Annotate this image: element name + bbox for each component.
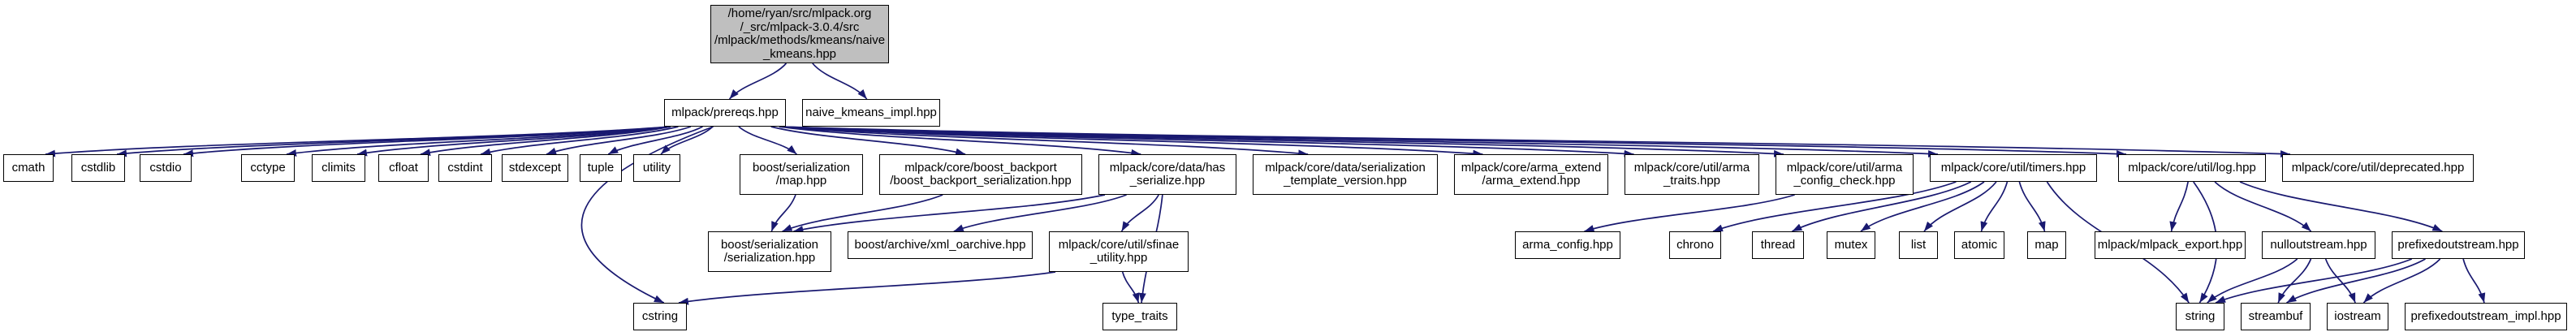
graph-edge-prereqs-to-ser_map [738,126,797,155]
graph-edge-nulloutstream-to-streambuf [2277,258,2312,304]
graph-node-boost_backport[interactable]: mlpack/core/boost_backport /boost_backpo… [879,154,1082,195]
graph-edge-has_serialize-to-serialization [793,194,1106,233]
graph-node-ser_map[interactable]: boost/serialization /map.hpp [740,154,863,195]
graph-edge-prereqs-to-boost_backport [770,126,966,156]
graph-edge-root-to-naive_impl [812,63,868,100]
graph-node-cfloat[interactable]: cfloat [378,154,429,182]
graph-node-cstdint[interactable]: cstdint [438,154,492,182]
graph-node-deprecated[interactable]: mlpack/core/util/deprecated.hpp [2282,154,2474,182]
graph-edge-prereqs-to-cstring [580,126,714,304]
graph-node-arma_config_check[interactable]: mlpack/core/util/arma _config_check.hpp [1776,154,1914,195]
graph-edge-prefixedoutstream-to-string [2215,258,2413,304]
graph-edge-prereqs-to-tuple [607,126,703,155]
graph-node-list[interactable]: list [1899,231,1938,259]
graph-node-arma_extend[interactable]: mlpack/core/arma_extend /arma_extend.hpp [1454,154,1608,195]
graph-node-cstdlib[interactable]: cstdlib [71,154,125,182]
graph-node-has_serialize[interactable]: mlpack/core/data/has _serialize.hpp [1098,154,1236,195]
graph-edge-timers-to-chrono [1712,181,1957,232]
graph-edge-prefixedoutstream-to-prefixedoutstream_impl [2462,258,2486,304]
graph-edge-prereqs-to-climits [356,126,671,157]
graph-node-naive_impl[interactable]: naive_kmeans_impl.hpp [802,99,940,127]
graph-edge-prereqs-to-stdexcept [546,126,692,155]
graph-edge-sfinae-to-cstring [678,271,1056,305]
graph-node-log[interactable]: mlpack/core/util/log.hpp [2118,154,2266,182]
graph-node-atomic[interactable]: atomic [1954,231,2004,259]
graph-edge-log-to-prefixedoutstream [2239,181,2443,232]
graph-edge-timers-to-map [2018,181,2046,232]
graph-node-cmath[interactable]: cmath [3,154,54,182]
graph-node-cstring[interactable]: cstring [633,303,687,330]
graph-edge-has_serialize-to-sfinae [1120,194,1159,232]
graph-node-prereqs[interactable]: mlpack/prereqs.hpp [664,99,786,127]
graph-edge-root-to-prereqs [728,63,787,100]
graph-edge-prereqs-to-cstdint [480,126,679,156]
graph-edge-prereqs-to-cctype [286,126,671,157]
graph-edge-arma_config_check-to-arma_config [1584,194,1795,232]
graph-node-map[interactable]: map [2027,231,2066,259]
graph-edge-prereqs-to-cstdio [183,126,671,157]
graph-node-streambuf[interactable]: streambuf [2241,303,2311,330]
graph-edge-prereqs-to-deprecated [779,126,2291,158]
graph-node-xml_oarchive[interactable]: boost/archive/xml_oarchive.hpp [848,231,1033,259]
graph-node-mutex[interactable]: mutex [1827,231,1875,259]
graph-node-string[interactable]: string [2176,303,2224,330]
graph-node-arma_traits[interactable]: mlpack/core/util/arma _traits.hpp [1625,154,1759,195]
graph-edge-timers-to-atomic [1980,181,2009,232]
graph-node-ser_tmpl[interactable]: mlpack/core/data/serialization _template… [1253,154,1438,195]
graph-node-chrono[interactable]: chrono [1669,231,1721,259]
graph-node-cctype[interactable]: cctype [241,154,295,182]
graph-node-sfinae[interactable]: mlpack/core/util/sfinae _utility.hpp [1049,231,1189,272]
graph-node-root: /home/ryan/src/mlpack.org /_src/mlpack-3… [710,5,889,63]
graph-edge-timers-to-thread [1792,181,1972,232]
graph-edge-prereqs-to-utility [660,126,714,155]
graph-node-climits[interactable]: climits [312,154,365,182]
graph-edge-timers-to-list [1923,181,1997,232]
graph-edge-prereqs-to-ser_tmpl [779,126,1309,157]
graph-edge-prereqs-to-arma_extend [779,126,1483,157]
graph-edge-ser_map-to-serialization [770,194,796,232]
graph-node-timers[interactable]: mlpack/core/util/timers.hpp [1930,154,2097,182]
graph-edge-prereqs-to-cfloat [420,126,671,157]
graph-node-prefixedoutstream_impl[interactable]: prefixedoutstream_impl.hpp [2405,303,2567,330]
graph-edge-sfinae-to-type_traits [1121,271,1140,304]
graph-node-utility[interactable]: utility [633,154,680,182]
graph-node-tuple[interactable]: tuple [580,154,622,182]
graph-node-thread[interactable]: thread [1752,231,1804,259]
graph-edge-timers-to-mutex [1860,181,1985,232]
graph-edge-nulloutstream-to-string [2207,258,2298,304]
graph-edge-prereqs-to-has_serialize [779,126,1141,157]
graph-node-arma_config[interactable]: arma_config.hpp [1515,231,1620,259]
graph-edge-nulloutstream-to-iostream [2324,258,2356,304]
graph-edge-log-to-mlpack_export [2169,181,2189,232]
graph-node-prefixedoutstream[interactable]: prefixedoutstream.hpp [2392,231,2525,259]
graph-node-cstdio[interactable]: cstdio [140,154,192,182]
graph-edge-has_serialize-to-xml_oarchive [953,194,1127,232]
graph-node-mlpack_export[interactable]: mlpack/mlpack_export.hpp [2095,231,2246,259]
graph-node-nulloutstream[interactable]: nulloutstream.hpp [2262,231,2375,259]
graph-node-iostream[interactable]: iostream [2327,303,2388,330]
graph-edge-prefixedoutstream-to-iostream [2362,258,2441,304]
graph-node-type_traits[interactable]: type_traits [1102,303,1177,330]
graph-edge-log-to-nulloutstream [2214,181,2312,232]
graph-edge-prefixedoutstream-to-streambuf [2286,258,2426,304]
graph-node-serialization[interactable]: boost/serialization /serialization.hpp [708,231,831,272]
graph-node-stdexcept[interactable]: stdexcept [502,154,568,182]
